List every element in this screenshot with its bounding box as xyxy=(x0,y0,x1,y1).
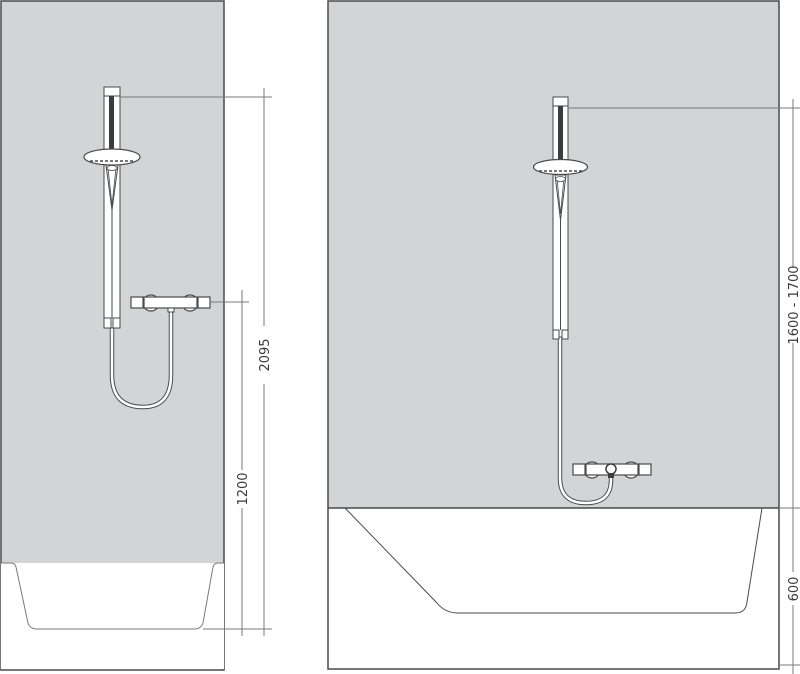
right-panel-outline xyxy=(327,0,780,670)
dim-label-2095: 2095 xyxy=(258,338,273,371)
right-bathtub xyxy=(344,507,763,614)
left-bathtub xyxy=(1,563,224,669)
dim-label-1200: 1200 xyxy=(236,472,251,505)
left-panel-outline xyxy=(0,0,225,671)
dim-label-600: 600 xyxy=(787,577,800,602)
dim-label-1600-1700: 1600 - 1700 xyxy=(787,265,800,344)
right-dimensions xyxy=(568,99,800,674)
right-installation: 1600 - 1700 600 xyxy=(327,0,800,674)
left-dimensions xyxy=(120,88,272,636)
left-tub-outline xyxy=(1,562,224,630)
right-thermostat xyxy=(572,461,652,479)
right-hand-shower xyxy=(532,158,589,221)
left-installation: 2095 1200 xyxy=(0,0,273,671)
left-thermostat xyxy=(130,294,211,313)
left-hand-shower xyxy=(83,148,141,211)
